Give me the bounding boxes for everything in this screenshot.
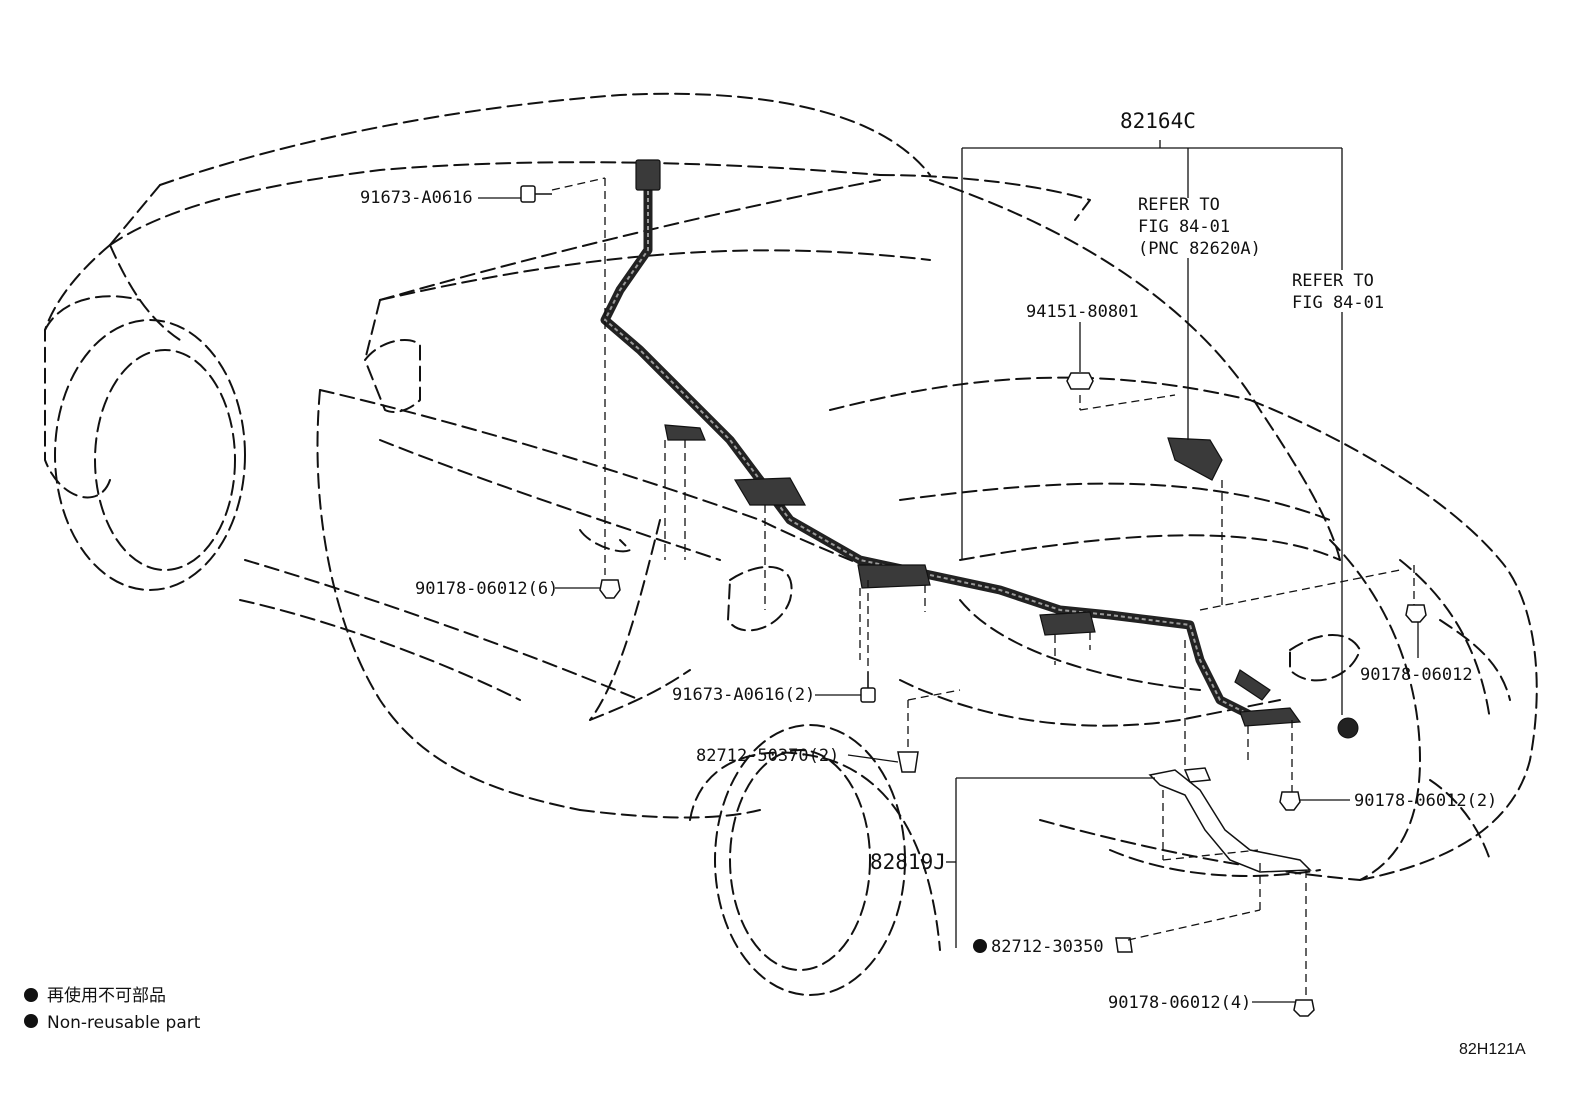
callout-clip-82712-30350: 82712-30350 <box>991 937 1104 957</box>
callout-clip-right-upper: 90178-06012 <box>1360 665 1473 685</box>
legend-japanese: 再使用不可部品 <box>47 985 166 1006</box>
callout-nut-94151: 94151-80801 <box>1026 302 1139 322</box>
clip-icon <box>1293 999 1315 1017</box>
clip-icon <box>599 579 621 599</box>
callout-clip-right-lower: 90178-06012(2) <box>1354 791 1497 811</box>
legend-english: Non-reusable part <box>47 1013 201 1033</box>
clip-icon <box>897 751 919 773</box>
callout-bolt-top: 91673-A0616 <box>360 188 473 208</box>
bracket-part-label: 82819J <box>870 850 946 874</box>
bolt-icon <box>860 672 876 703</box>
leader-lines <box>478 140 1419 1003</box>
clip-icon <box>1405 604 1427 623</box>
nut-icon <box>1066 372 1094 390</box>
refer-note-1: REFER TO FIG 84-01 (PNC 82620A) <box>1138 195 1261 259</box>
refer-note-2-line-1: REFER TO <box>1292 271 1374 291</box>
wire-harness-82164c <box>600 159 1302 727</box>
grommet-icon <box>1337 717 1359 739</box>
non-reusable-marker <box>973 939 987 953</box>
callout-clip-left: 90178-06012(6) <box>415 579 558 599</box>
legend-bullet-icon <box>24 988 38 1002</box>
clip-icon <box>1279 791 1301 811</box>
legend: 再使用不可部品 Non-reusable part <box>24 985 201 1033</box>
bracket-82819j <box>1148 767 1312 873</box>
callout-bolt-lower: 91673-A0616(2) <box>672 685 815 705</box>
refer-note-1-line-3: (PNC 82620A) <box>1138 239 1261 259</box>
bolt-icon <box>520 185 552 203</box>
car-body-outline <box>44 92 1538 996</box>
diagram-code: 82H121A <box>1459 1041 1526 1058</box>
refer-note-1-line-1: REFER TO <box>1138 195 1220 215</box>
clip-icon <box>1115 937 1133 953</box>
legend-bullet-icon <box>24 1014 38 1028</box>
callout-clip-82712-50370: 82712-50370(2) <box>696 746 839 766</box>
refer-note-2-line-2: FIG 84-01 <box>1292 293 1384 313</box>
callout-clip-bottom: 90178-06012(4) <box>1108 993 1251 1013</box>
assembly-part-label: 82164C <box>1120 109 1196 133</box>
refer-note-1-line-2: FIG 84-01 <box>1138 217 1230 237</box>
refer-note-2: REFER TO FIG 84-01 <box>1292 271 1384 313</box>
